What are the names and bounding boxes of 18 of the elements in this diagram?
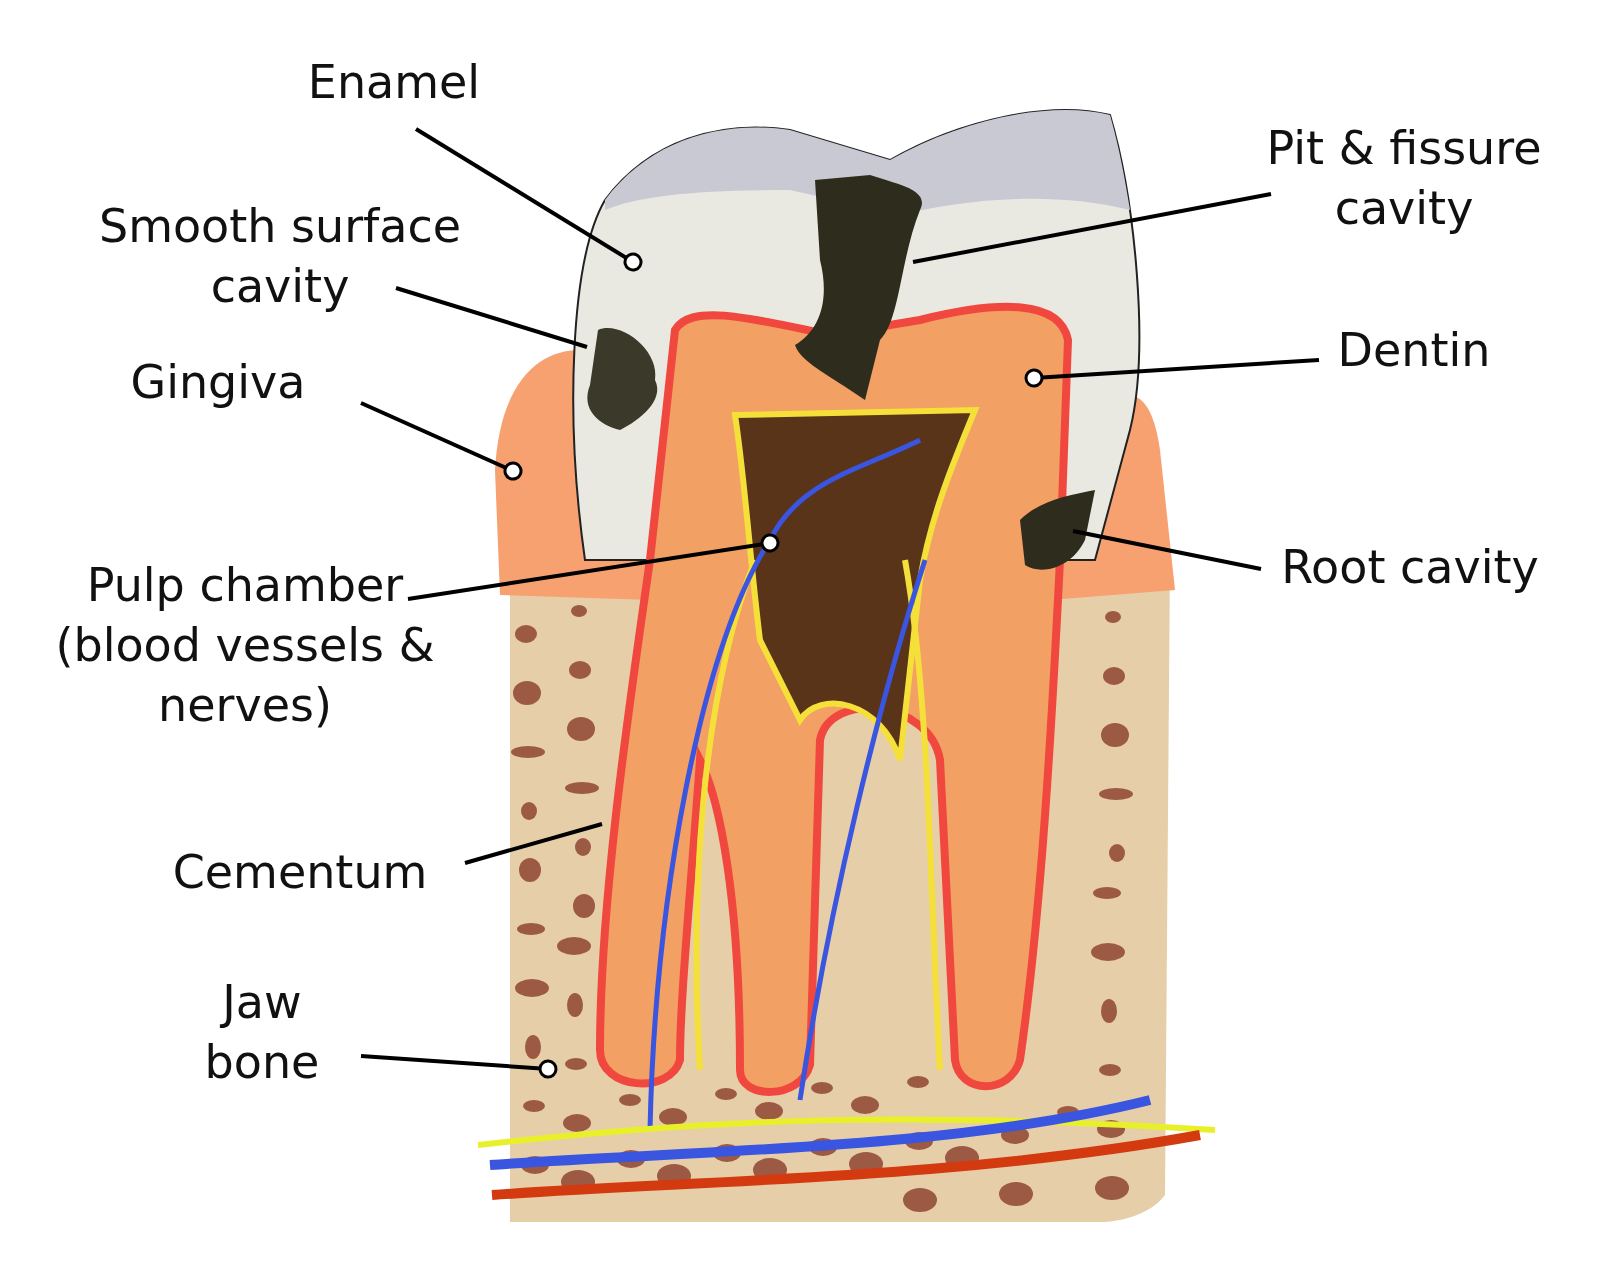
part-label: Pit & fissure cavity	[1234, 118, 1574, 238]
leader-line	[395, 286, 588, 349]
part-label: Root cavity	[1240, 537, 1580, 597]
part-label: Jaw bone	[162, 972, 362, 1092]
leader-line	[1072, 529, 1262, 571]
part-label: Cementum	[150, 842, 450, 902]
leader-line	[360, 401, 523, 481]
part-label: Enamel	[264, 52, 524, 112]
leader-line	[1024, 358, 1320, 388]
part-label: Smooth surface cavity	[60, 196, 500, 316]
leader-line	[464, 822, 603, 865]
leader-line	[360, 1054, 558, 1079]
leader-line	[414, 127, 643, 272]
leader-line	[407, 533, 780, 601]
part-label: Gingiva	[88, 352, 348, 412]
leader-line	[912, 192, 1272, 264]
part-label: Dentin	[1304, 320, 1524, 380]
part-label: Pulp chamber (blood vessels & nerves)	[30, 555, 460, 735]
